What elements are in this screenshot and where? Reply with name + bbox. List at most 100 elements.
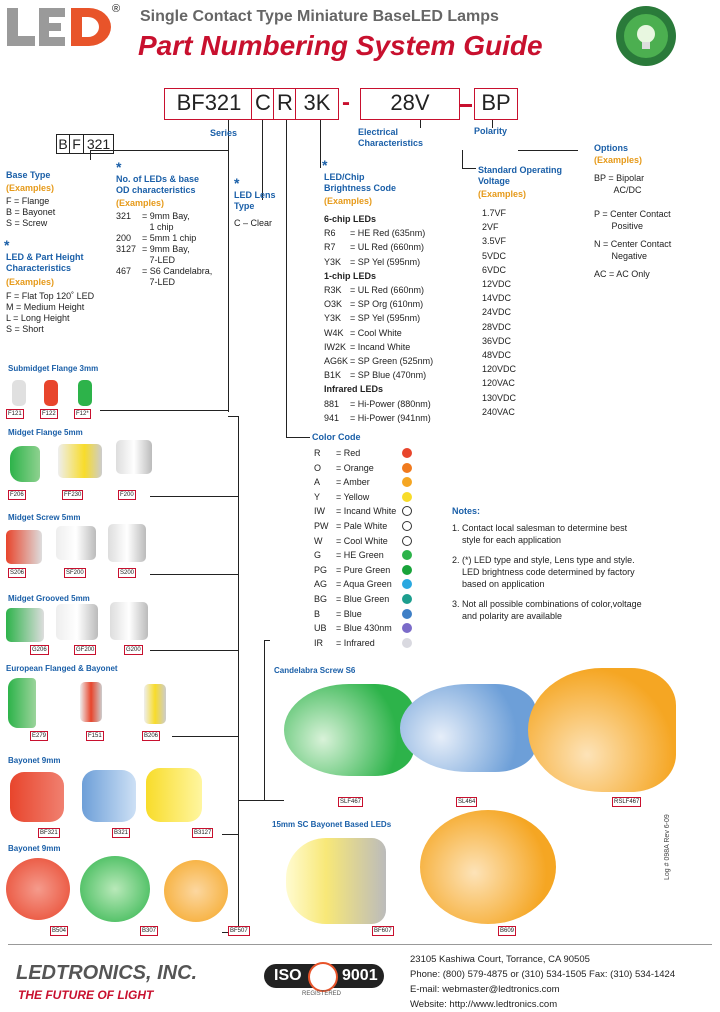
asterisk-icon: * (322, 157, 328, 173)
pn-box-voltage: 28V (360, 88, 460, 120)
color-code-row: A= Amber (314, 475, 414, 490)
color-name: = Blue 430nm (336, 623, 392, 634)
color-code: W (314, 535, 323, 546)
part-label: B504 (50, 926, 69, 936)
color-code-row: PW= Pale White (314, 519, 414, 534)
color-name: = Pure Green (336, 564, 391, 575)
footer-address: 23105 Kashiwa Court, Torrance, CA 90505 (410, 954, 590, 965)
part-label: G206 (30, 645, 49, 655)
brightness-code: IW2K (324, 341, 347, 352)
part-label: F151 (86, 731, 104, 741)
led-lens-title: LED Lens Type (234, 190, 276, 211)
color-code-row: BG= Blue Green (314, 592, 414, 607)
section-submidget-title: Submidget Flange 3mm (8, 364, 99, 373)
color-name: = HE Green (336, 550, 384, 561)
voltage-block: Standard Operating Voltage (Examples) (478, 165, 562, 200)
note-item: 2. (*) LED type and style, Lens type and… (452, 555, 635, 589)
voltage-item: 28VDC (482, 321, 512, 332)
led-part-height-item: M = Medium Height (6, 302, 85, 312)
part-label: SL464 (456, 797, 478, 807)
color-code: IR (314, 637, 323, 648)
ledtronics-logo (5, 4, 117, 54)
label-options-examples: (Examples) (594, 155, 643, 165)
series-box-b: B (56, 134, 70, 154)
part-label: FF230 (62, 490, 84, 500)
lamp-s200 (108, 524, 146, 562)
option-item: N = Center Contact Negative (594, 239, 672, 261)
section-midget-grooved-title: Midget Grooved 5mm (8, 594, 90, 603)
no-leds-desc: = 9mm Bay, 1 chip (142, 211, 190, 232)
pn-box-bf321: BF321 (164, 88, 254, 120)
base-type-title: Base Type (6, 170, 51, 180)
part-label: SF200 (64, 568, 86, 578)
brightness-list: 6-chip LEDs R6= HE Red (635nm) R7= UL Re… (324, 212, 433, 425)
energy-efficient-badge (614, 4, 678, 68)
option-item: P = Center Contact Positive (594, 209, 671, 231)
color-swatch-icon (402, 462, 412, 473)
color-name: = Orange (336, 462, 374, 473)
voltage-item: 14VDC (482, 293, 512, 304)
brightness-examples: (Examples) (324, 196, 373, 206)
voltage-item: 240VAC (482, 406, 515, 417)
color-name: = Yellow (336, 491, 370, 502)
color-code-row: IW= Incand White (314, 504, 414, 519)
footer-contact: 23105 Kashiwa Court, Torrance, CA 90505 … (410, 952, 675, 1012)
footer-website[interactable]: Website: http://www.ledtronics.com (410, 999, 558, 1010)
led-part-height-examples: (Examples) (6, 277, 55, 287)
color-swatch-icon (402, 637, 412, 648)
color-swatch-icon (402, 477, 412, 488)
voltage-title: Standard Operating Voltage (478, 165, 563, 186)
color-code: PG (314, 564, 328, 575)
footer-tagline: THE FUTURE OF LIGHT (18, 988, 154, 1002)
brightness-group-heading: 1-chip LEDs (324, 270, 377, 281)
lamp-e279 (8, 678, 36, 728)
base-type-item: B = Bayonet (6, 207, 56, 217)
color-swatch-icon (402, 448, 412, 458)
color-code: BG (314, 593, 328, 604)
options-list: BP = Bipolar AC/DC P = Center Contact Po… (594, 172, 671, 280)
footer-email[interactable]: E-mail: webmaster@ledtronics.com (410, 984, 560, 995)
footer-rule (8, 944, 712, 945)
color-swatch-icon (402, 520, 412, 531)
voltage-item: 120VAC (482, 378, 515, 389)
color-swatch-icon (402, 593, 412, 604)
no-leds-code: 321 (116, 211, 132, 221)
part-label: F121 (6, 409, 24, 419)
color-swatch-icon (402, 535, 412, 546)
notes-title: Notes: (452, 506, 481, 516)
label-electrical: Electrical Characteristics (358, 127, 424, 148)
brightness-title: LED/Chip Brightness Code (324, 172, 397, 193)
no-leds-desc: = S6 Candelabra, 7-LED (142, 266, 213, 287)
note-item: 1. Contact local salesman to determine b… (452, 523, 628, 545)
color-code: O (314, 462, 322, 473)
brightness-group-heading: Infrared LEDs (324, 384, 384, 395)
brightness-code: W4K (324, 327, 344, 338)
lamp-bf507 (164, 860, 228, 922)
color-code-row: PG = Pure Green (314, 563, 414, 578)
color-code-row: AG= Aqua Green (314, 577, 414, 592)
color-code-row: Y= Yellow (314, 490, 414, 505)
brightness-code: 881 (324, 398, 340, 409)
brightness-desc: = Cool White (350, 327, 402, 338)
color-name: = Red (336, 448, 361, 458)
color-swatch-icon (402, 608, 412, 619)
color-swatch-icon (402, 550, 412, 561)
brightness-code: 941 (324, 412, 340, 423)
section-european-title: European Flanged & Bayonet (6, 664, 118, 673)
lamp-f121 (12, 380, 26, 406)
brightness-code: R7 (324, 242, 336, 253)
series-box-321: 321 (84, 134, 114, 154)
color-code-row: UB= Blue 430nm (314, 621, 414, 636)
pn-box-color: R (273, 88, 297, 120)
color-code-row: IR= Infrared (314, 636, 414, 651)
color-code: R (314, 448, 321, 458)
brightness-desc: = Hi-Power (880nm) (350, 398, 431, 409)
color-swatch-icon (402, 564, 412, 575)
led-lens-block: LED Lens Type C – Clear (234, 190, 276, 229)
pn-box-lens: C (251, 88, 275, 120)
color-code: G (314, 550, 322, 561)
color-code-row: O = Orange (314, 461, 414, 476)
brightness-code: Y3K (324, 313, 342, 324)
section-midget-flange-title: Midget Flange 5mm (8, 428, 83, 437)
